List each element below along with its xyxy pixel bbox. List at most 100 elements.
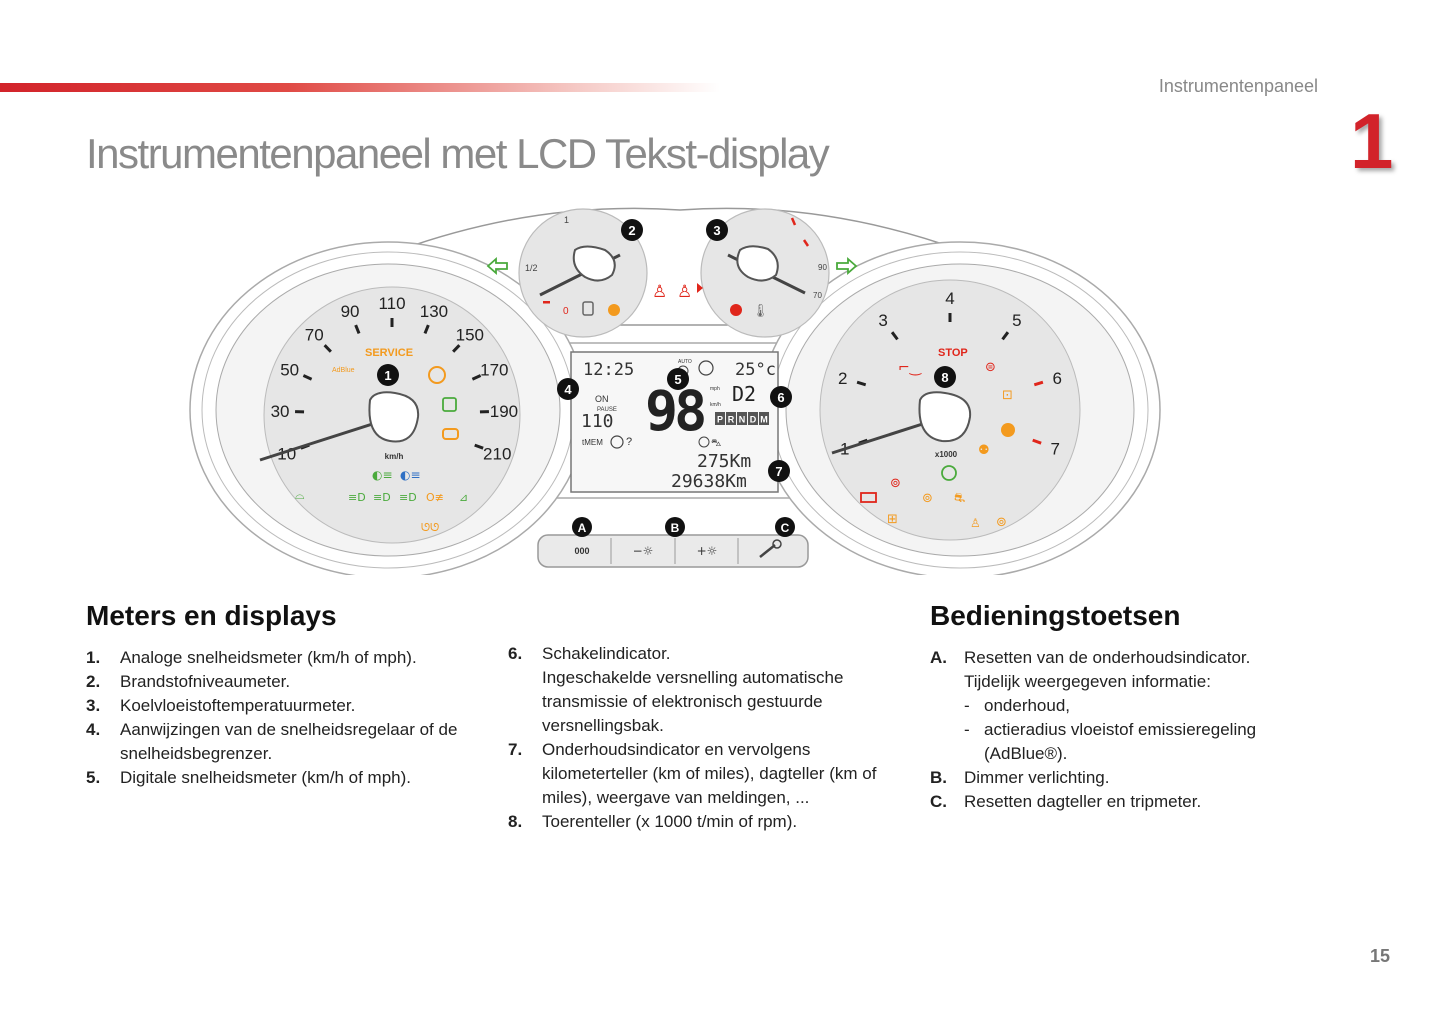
lcd-gear: D2 xyxy=(732,382,756,406)
high-beam-icon: ◐≡ xyxy=(400,468,421,482)
svg-text:7: 7 xyxy=(775,464,782,479)
button-b-dimmer-plus[interactable]: +☼ xyxy=(676,537,738,565)
lane-assist-icon xyxy=(442,397,457,412)
seatbelt-passenger-icon: ♙ xyxy=(677,282,692,302)
temperature-warning-light xyxy=(730,304,742,316)
svg-text:2: 2 xyxy=(628,223,635,238)
speedo-tick-label: 50 xyxy=(280,360,299,379)
list-item: B.Dimmer verlichting. xyxy=(930,768,1110,787)
callout-5: 5 xyxy=(667,368,689,390)
speedo-tick-label: 110 xyxy=(378,294,405,313)
controls-heading: Bedieningstoetsen xyxy=(930,600,1181,631)
oil-pressure-icon: ⌐‿ xyxy=(898,360,922,376)
speedo-tick xyxy=(423,324,430,334)
speedo-tick xyxy=(323,344,332,353)
callout-a: A xyxy=(572,517,592,537)
sidelights-icon: ≡D xyxy=(373,491,391,504)
wiper-auto-icon: ⌓ xyxy=(295,488,305,502)
button-a-reset[interactable]: 000 xyxy=(540,537,610,565)
lcd-on: ON xyxy=(595,394,609,404)
svg-text:3: 3 xyxy=(713,223,720,238)
battery-icon xyxy=(860,492,877,503)
svg-text:8: 8 xyxy=(941,370,948,385)
section-name: Instrumentenpaneel xyxy=(1158,76,1318,96)
tacho-tick-label: 7 xyxy=(1051,439,1060,458)
page-title: Instrumentenpaneel met LCD Tekst-display xyxy=(86,130,830,177)
lcd-outside-temp: 25°c xyxy=(735,360,776,380)
lcd-gear-box xyxy=(715,412,725,425)
callout-6: 6 xyxy=(770,386,792,408)
lcd-gear-label: P xyxy=(717,415,723,425)
speedo-tick-label: 210 xyxy=(483,444,511,463)
lcd-gear-box xyxy=(726,412,736,425)
low-beam-icon: ◐≡ xyxy=(372,468,393,482)
fuel-half-label: 1/2 xyxy=(525,263,538,273)
svg-text:A: A xyxy=(578,521,587,535)
turn-left-icon xyxy=(486,257,508,275)
callout-2: 2 xyxy=(621,219,643,241)
speedo-tick-label: 30 xyxy=(271,402,290,421)
front-fog-icon: ≡D xyxy=(348,491,366,504)
esp-icon: ⛐ xyxy=(954,491,965,506)
auto-stop-start-icon xyxy=(941,465,957,481)
speedo-tick-label: 90 xyxy=(341,302,360,321)
lcd-gear-label: N xyxy=(739,415,746,425)
fuel-pump-icon xyxy=(582,301,594,316)
speedo-tick xyxy=(452,344,461,353)
lcd-gear-label: M xyxy=(760,415,768,425)
list-item: 1.Analoge snelheidsmeter (km/h of mph). xyxy=(86,648,417,667)
lcd-mem: tMEM xyxy=(582,438,603,447)
list-item: 3.Koelvloeistoftemperatuurmeter. xyxy=(86,696,356,715)
tyre-pressure-icon xyxy=(428,366,446,384)
lcd-gear-box xyxy=(759,412,769,425)
abs-icon: ⊚ xyxy=(922,491,933,506)
speedo-tick-label: 170 xyxy=(480,360,508,379)
lcd-gear-label: D xyxy=(750,415,757,425)
list-item: C.Resetten dagteller en tripmeter. xyxy=(930,792,1202,811)
lcd-auto: AUTO xyxy=(678,359,692,365)
speedo-tick xyxy=(302,374,313,381)
speedo-tick xyxy=(354,324,361,334)
lcd-gear-box xyxy=(737,412,747,425)
tacho-tick-label: 5 xyxy=(1012,311,1021,330)
sidelamps-icon: ≡D xyxy=(399,491,417,504)
list-item: A.Resetten van de onderhoudsindicator.Ti… xyxy=(930,648,1251,691)
glow-plug-icon xyxy=(442,428,459,440)
speedo-tick-label: 70 xyxy=(305,325,324,344)
list-item: 8.Toerenteller (x 1000 t/min of rpm). xyxy=(508,812,798,831)
lcd-mph: mph xyxy=(710,386,720,392)
callout-3: 3 xyxy=(706,219,728,241)
coolant-icon: 🌡 xyxy=(752,303,769,319)
temp-90-label: 90 xyxy=(818,263,827,272)
lcd-set-speed: 110 xyxy=(581,411,614,432)
svg-text:1: 1 xyxy=(384,368,391,383)
tacho-tick-label: 3 xyxy=(878,311,887,330)
lcd-question-icon: ? xyxy=(626,436,632,448)
speedo-tick-label: 190 xyxy=(490,402,518,421)
lcd-cruise-icon xyxy=(698,360,714,376)
fuel-full-label: 1 xyxy=(564,215,569,225)
tachometer-hub xyxy=(918,391,972,443)
meters-section: Meters en displays 1.Analoge snelheidsme… xyxy=(86,600,476,790)
lcd-gear-box xyxy=(748,412,758,425)
tacho-tick xyxy=(856,380,867,387)
steering-icon: ⊚ xyxy=(996,515,1007,530)
airbag-icon xyxy=(1001,423,1015,437)
svg-text:B: B xyxy=(671,521,680,535)
svg-text:5: 5 xyxy=(674,372,681,387)
speedo-unit: km/h xyxy=(385,452,404,461)
parking-brake-icon: ⊚ xyxy=(890,476,901,491)
brake-system-icon: ⊜ xyxy=(985,360,996,375)
lcd-car-icon: ⛍ xyxy=(711,438,721,449)
meters-heading: Meters en displays xyxy=(86,600,337,631)
lcd-range: 275Km xyxy=(697,451,751,472)
button-b-dimmer-minus[interactable]: −☼ xyxy=(612,537,674,565)
tacho-tick xyxy=(1032,438,1042,445)
speedo-tick-label: 150 xyxy=(456,325,484,344)
tachometer-needle xyxy=(831,418,936,455)
seat-icon: ♙ xyxy=(970,516,981,530)
lcd-time: 12:25 xyxy=(583,360,634,380)
button-c-trip-reset[interactable] xyxy=(740,537,806,565)
callout-b: B xyxy=(665,517,685,537)
speedometer-needle xyxy=(259,418,386,462)
